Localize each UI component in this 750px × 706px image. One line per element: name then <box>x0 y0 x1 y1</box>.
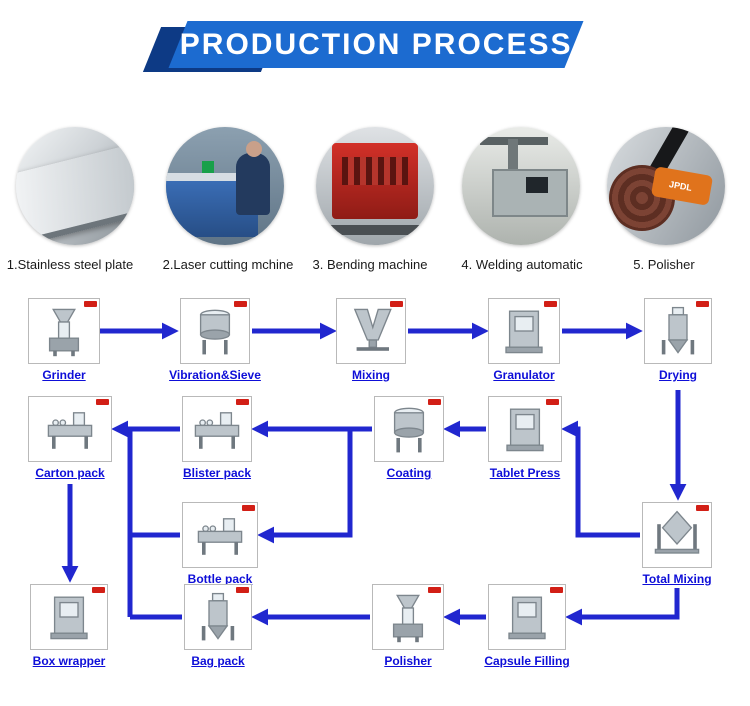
brand-mark <box>546 399 559 405</box>
brand-mark <box>242 505 255 511</box>
flow-node-polisher: Polisher <box>372 584 444 668</box>
edge-totalmixing-tabletpress <box>561 420 640 538</box>
machine-icon <box>500 590 554 644</box>
photo-caption-4: 4. Welding automatic <box>461 257 583 272</box>
machine-icon <box>344 304 398 358</box>
brand-mark <box>428 587 441 593</box>
brand-mark <box>696 505 709 511</box>
blister-pack-link[interactable]: Blister pack <box>182 466 252 480</box>
capsule-filling-image[interactable] <box>488 584 566 650</box>
laser-cutting-machine-photo <box>166 127 284 245</box>
drying-link[interactable]: Drying <box>658 368 697 382</box>
polisher-photo: JPDL <box>607 127 725 245</box>
photo-caption-3: 3. Bending machine <box>312 257 428 272</box>
brand-mark <box>96 399 109 405</box>
brand-mark <box>428 399 441 405</box>
machine-icon <box>42 590 96 644</box>
bottle-pack-image[interactable] <box>182 502 258 568</box>
machine-icon <box>193 508 247 562</box>
polisher-machine-image[interactable] <box>372 584 444 650</box>
flow-node-total-mixing: Total Mixing <box>642 502 712 586</box>
brand-mark <box>544 301 557 307</box>
flow-node-bag-pack: Bag pack <box>184 584 252 668</box>
worker-head-shape <box>246 141 262 157</box>
photo-caption-2: 2.Laser cutting mchine <box>162 257 294 272</box>
mixing-link[interactable]: Mixing <box>352 368 390 382</box>
capsule-filling-link[interactable]: Capsule Filling <box>484 654 570 668</box>
steel-plate-shape <box>16 140 134 245</box>
photo-caption-1: 1.Stainless steel plate <box>6 257 134 272</box>
page-title: PRODUCTION PROCESS <box>179 27 573 61</box>
bending-machine-photo <box>316 127 434 245</box>
brand-mark <box>550 587 563 593</box>
flow-node-grinder: Grinder <box>28 298 100 382</box>
machine-base-shape <box>326 225 424 235</box>
machine-icon <box>190 402 244 456</box>
granulator-image[interactable] <box>488 298 560 364</box>
banner: PRODUCTION PROCESS <box>168 21 584 68</box>
flowchart: Grinder Vibration&Sieve Mixing Granulato… <box>0 290 750 706</box>
bag-pack-link[interactable]: Bag pack <box>191 654 245 668</box>
machine-icon <box>188 304 242 358</box>
stainless-steel-plate-photo <box>16 127 134 245</box>
brand-mark <box>234 301 247 307</box>
coating-image[interactable] <box>374 396 444 462</box>
bag-pack-image[interactable] <box>184 584 252 650</box>
photo-caption-5: 5. Polisher <box>633 257 695 272</box>
grinder-image[interactable] <box>28 298 100 364</box>
brand-mark <box>92 587 105 593</box>
machine-icon <box>650 508 704 562</box>
machine-icon <box>497 304 551 358</box>
carton-pack-image[interactable] <box>28 396 112 462</box>
machine-icon <box>382 402 436 456</box>
box-wrapper-link[interactable]: Box wrapper <box>32 654 106 668</box>
box-wrapper-image[interactable] <box>30 584 108 650</box>
welding-arm-shape <box>508 139 518 173</box>
tablet-press-link[interactable]: Tablet Press <box>489 466 561 480</box>
flow-node-coating: Coating <box>374 396 444 480</box>
edge-totalmixing-capsule <box>565 588 680 626</box>
brand-mark <box>390 301 403 307</box>
brand-mark <box>236 399 249 405</box>
welding-automatic-photo <box>462 127 580 245</box>
machine-icon <box>37 304 91 358</box>
grinder-link[interactable]: Grinder <box>42 368 86 382</box>
flow-node-bottle-pack: Bottle pack <box>182 502 258 586</box>
machine-icon <box>191 590 245 644</box>
total-mixing-image[interactable] <box>642 502 712 568</box>
machine-icon <box>381 590 435 644</box>
green-cross-icon <box>202 161 214 173</box>
flow-node-box-wrapper: Box wrapper <box>30 584 108 668</box>
flow-node-blister-pack: Blister pack <box>182 396 252 480</box>
machine-icon <box>498 402 552 456</box>
vibration-sieve-link[interactable]: Vibration&Sieve <box>169 368 261 382</box>
flow-node-drying: Drying <box>644 298 712 382</box>
machine-icon <box>43 402 97 456</box>
machine-icon <box>651 304 705 358</box>
flow-node-vibration-sieve: Vibration&Sieve <box>169 298 261 382</box>
flow-node-capsule-filling: Capsule Filling <box>484 584 570 668</box>
blister-pack-image[interactable] <box>182 396 252 462</box>
coating-link[interactable]: Coating <box>386 466 432 480</box>
flow-node-tablet-press: Tablet Press <box>488 396 562 480</box>
flow-node-mixing: Mixing <box>336 298 406 382</box>
worker-shape <box>236 153 270 215</box>
flow-node-carton-pack: Carton pack <box>28 396 112 480</box>
flow-node-granulator: Granulator <box>488 298 560 382</box>
granulator-link[interactable]: Granulator <box>493 368 555 382</box>
polisher-link[interactable]: Polisher <box>384 654 432 668</box>
carton-pack-link[interactable]: Carton pack <box>35 466 105 480</box>
edge-coating-bottle <box>257 429 353 544</box>
mixing-image[interactable] <box>336 298 406 364</box>
brand-mark <box>84 301 97 307</box>
tablet-press-image[interactable] <box>488 396 562 462</box>
total-mixing-link[interactable]: Total Mixing <box>642 572 712 586</box>
bending-die-slots <box>342 157 408 185</box>
brand-mark <box>236 587 249 593</box>
drying-image[interactable] <box>644 298 712 364</box>
control-screen-shape <box>526 177 548 193</box>
brand-mark <box>696 301 709 307</box>
bottle-pack-link[interactable]: Bottle pack <box>187 572 253 586</box>
vibration-sieve-image[interactable] <box>180 298 250 364</box>
